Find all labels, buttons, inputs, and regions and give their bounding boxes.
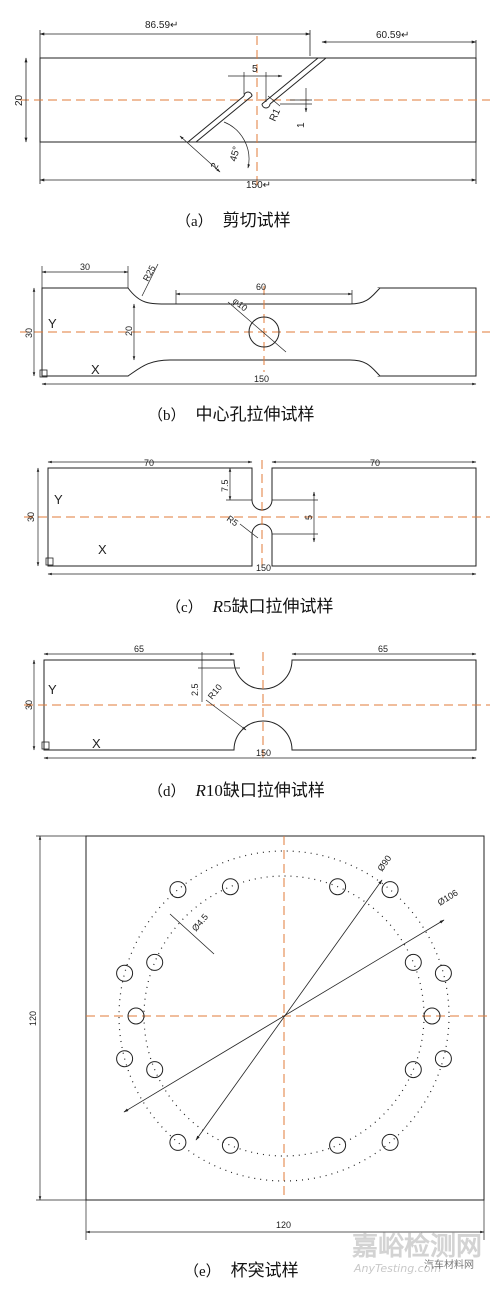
watermark-source: 汽车材料网 <box>424 1258 474 1271</box>
origin-marker-d <box>41 741 50 750</box>
axis-y-c: Y <box>54 492 63 507</box>
bolt-hole-inner-0 <box>404 1061 422 1079</box>
dim-offset-label: 1 <box>296 122 307 128</box>
dim-height-label: 20 <box>14 94 25 106</box>
slot-left-end <box>243 91 253 97</box>
slot-right-edge-2 <box>269 57 327 105</box>
dim-right-label: 60.59↵ <box>376 30 409 41</box>
dim-inner-circle-label: Ø90 <box>375 853 393 873</box>
dim-notch-radius-c: R5 <box>225 513 240 528</box>
r5-notch-outline <box>47 467 477 567</box>
figure-d-r10-notch-specimen: 65 65 2.5 R10 30 150 Y X （d）R10缺口拉伸试样 <box>24 644 490 800</box>
slot-left-edge-1 <box>187 95 245 143</box>
dim-angle-arc <box>223 121 251 169</box>
axis-y-b: Y <box>48 316 57 331</box>
center-hole-dogbone <box>41 287 477 377</box>
origin-marker-b <box>39 369 48 378</box>
bolt-hole-outer-7 <box>434 964 452 982</box>
dim-left-label-c: 70 <box>144 458 154 468</box>
dim-length-label-c: 150 <box>256 563 271 573</box>
figure-e-cup-specimen: 120 120 Ø90 Ø106 Ø4.5 （e）杯突试样 <box>28 835 490 1280</box>
cup-specimen-outline <box>85 835 485 1201</box>
bolt-hole-inner-5 <box>221 878 239 896</box>
axis-y-d: Y <box>48 682 57 697</box>
dim-gap-label: 5 <box>252 64 258 75</box>
figure-a-shear-specimen: 86.59↵ 60.59↵ 5 20 R1 1 2 45° 150↵ （a）剪切… <box>14 20 490 230</box>
dim-width-label-e: 120 <box>276 1220 291 1230</box>
slot-left-edge-2 <box>195 95 253 143</box>
dim-outer-circle-line <box>123 919 445 1113</box>
dim-angle-label: 45° <box>228 145 243 162</box>
dim-shoulder-label: 30 <box>80 262 90 272</box>
bolt-hole-inner-1 <box>329 1136 347 1154</box>
slot-right-end <box>261 103 271 109</box>
dim-gauge-label: 60 <box>256 282 266 292</box>
caption-b: （b）中心孔拉伸试样 <box>148 405 315 424</box>
dim-width-label-d: 30 <box>24 700 34 710</box>
dim-right-label-c: 70 <box>370 458 380 468</box>
dim-slot-label: 2 <box>209 161 222 172</box>
dim-hole-label-e: Ø4.5 <box>190 912 210 933</box>
bolt-hole-inner-4 <box>146 953 164 971</box>
dim-notch-depth-d: 2.5 <box>190 683 200 696</box>
bolt-hole-outer-6 <box>381 881 399 899</box>
watermark-url: AnyTesting.com <box>353 1262 441 1275</box>
watermark-title: 嘉峪检测网 <box>352 1231 482 1262</box>
center-hole-circle <box>248 316 280 348</box>
slot-right-edge-1 <box>261 57 319 105</box>
dim-left-label: 86.59↵ <box>145 20 178 31</box>
axis-x-b: X <box>91 362 100 377</box>
dim-gap-c: 5 <box>304 515 314 520</box>
dim-radius-label: R1 <box>268 107 284 124</box>
figure-c-r5-notch-specimen: 70 70 7.5 R5 5 30 150 Y X （c）R5缺口拉伸试样 <box>24 458 490 616</box>
bolt-hole-inner-2 <box>221 1136 239 1154</box>
caption-d: （d）R10缺口拉伸试样 <box>148 781 325 800</box>
bolt-hole-outer-5 <box>169 881 187 899</box>
dim-notch-radius-d: R10 <box>206 682 224 701</box>
dim-fillet-label: R25 <box>141 264 158 283</box>
figure-b-center-hole-specimen: φ10 30 R25 60 20 30 150 Y X （b）中心孔拉伸试样 <box>20 262 490 424</box>
axis-x-c: X <box>98 542 107 557</box>
bolt-hole-outer-2 <box>169 1133 187 1151</box>
dim-right-label-d: 65 <box>378 644 388 654</box>
dim-outer-circle-label: Ø106 <box>436 888 460 908</box>
bolt-hole-outer-1 <box>381 1133 399 1151</box>
caption-e: （e）杯突试样 <box>184 1261 299 1280</box>
bolt-hole-outer-0 <box>434 1050 452 1068</box>
caption-a: （a）剪切试样 <box>176 211 291 230</box>
hole-leader <box>227 301 287 353</box>
dim-width-label-b: 30 <box>24 328 34 338</box>
dim-length-label-b: 150 <box>254 374 269 384</box>
dim-hole-leader <box>169 913 215 955</box>
dim-neck-label: 20 <box>124 326 134 336</box>
dim-inner-circle-line <box>195 879 383 1141</box>
dim-height-label-e: 120 <box>28 1011 38 1026</box>
axis-x-d: X <box>92 736 101 751</box>
dim-left-label-d: 65 <box>134 644 144 654</box>
caption-c: （c）R5缺口拉伸试样 <box>166 597 334 616</box>
bolt-hole-outer-4 <box>116 964 134 982</box>
origin-marker-c <box>45 557 54 566</box>
dim-width-label-c: 30 <box>26 512 36 522</box>
watermark: 嘉峪检测网 AnyTesting.com 汽车材料网 <box>352 1231 482 1275</box>
dim-length-label-d: 150 <box>256 748 271 758</box>
bolt-hole-inner-7 <box>404 953 422 971</box>
outer-bolt-circle <box>118 850 450 1182</box>
dim-length-label: 150↵ <box>246 180 271 191</box>
dim-notch-depth-c: 7.5 <box>220 479 230 492</box>
